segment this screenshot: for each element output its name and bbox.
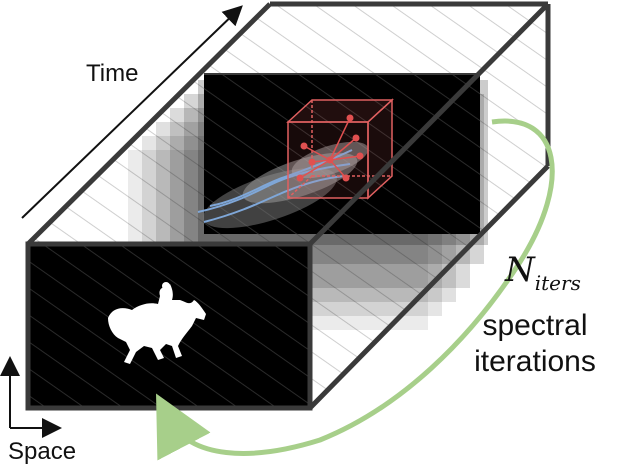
box-edges: [26, 1, 551, 410]
niters-main: N: [505, 250, 535, 290]
time-axis-arrow-icon: [21, 5, 243, 219]
space-axis-arrow-icon: [0, 356, 62, 438]
niters-label: Niters: [505, 250, 581, 295]
feature-graph-nodes: [296, 114, 364, 182]
spectral-line-2: iterations: [474, 345, 596, 378]
time-axis-label: Time: [86, 60, 139, 87]
spectral-line-1: spectral: [482, 309, 588, 342]
horse-rider-silhouette-icon: [108, 282, 206, 364]
loop-arrow-icon: [155, 118, 555, 461]
space-axis-label: Space: [8, 438, 77, 465]
niters-subscript: iters: [534, 271, 581, 295]
feature-cube-icon: [286, 98, 394, 200]
